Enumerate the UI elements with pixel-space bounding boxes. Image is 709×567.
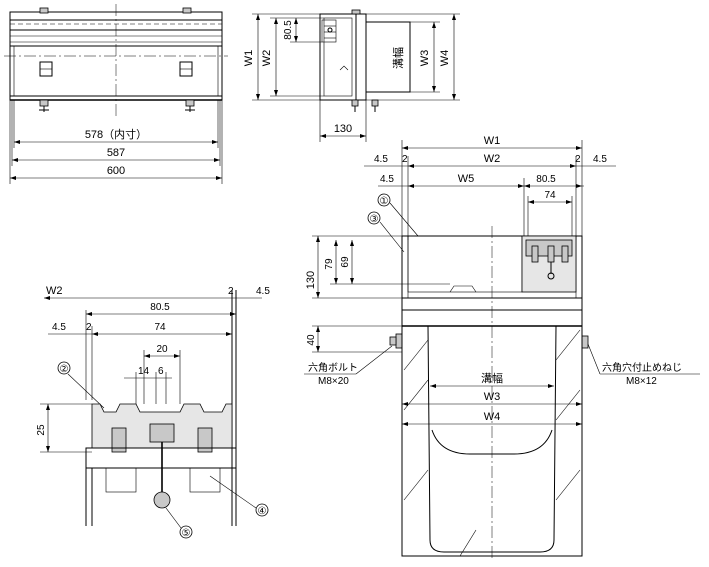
dim-600: 600 — [107, 165, 125, 177]
dim-w5: W5 — [458, 173, 475, 185]
svg-text:③: ③ — [370, 214, 379, 225]
dim-74-detail: 74 — [154, 322, 166, 333]
dim-w4-sec: W4 — [484, 411, 501, 423]
dim-45-detail: 4.5 — [256, 286, 270, 297]
dim-mizohaba-side: 溝幅 — [392, 47, 405, 69]
dim-45b: 4.5 — [593, 154, 607, 165]
front-view: 578（内寸） 587 600 — [4, 4, 228, 184]
marker-4 — [255, 503, 269, 517]
dim-2-detail: 2 — [228, 286, 234, 297]
dim-2a: 2 — [402, 154, 408, 165]
dim-79: 79 — [324, 258, 335, 270]
dim-w3-side: W3 — [419, 50, 431, 67]
dim-805-side: 80.5 — [283, 20, 294, 40]
dim-w2-detail: W2 — [46, 285, 63, 297]
dim-805-detail: 80.5 — [150, 302, 170, 313]
detail-view: W2 2 4.5 80.5 4.5 2 74 20 14 6 ② — [36, 285, 270, 539]
marker-5 — [179, 525, 193, 539]
dim-45a: 4.5 — [374, 154, 388, 165]
marker-3 — [367, 211, 381, 225]
dim-14-detail: 14 — [138, 366, 150, 377]
dim-74-sec: 74 — [544, 190, 556, 201]
dim-w1-side: W1 — [243, 50, 255, 67]
dim-2b: 2 — [575, 154, 581, 165]
svg-text:②: ② — [60, 364, 69, 375]
dim-6-detail: 6 — [158, 366, 164, 377]
dim-40: 40 — [306, 334, 317, 346]
dim-45c: 4.5 — [380, 174, 394, 185]
dim-2b-detail: 2 — [86, 322, 92, 333]
dim-mizohaba-sec: 溝幅 — [481, 372, 503, 385]
dim-130-sec: 130 — [305, 271, 317, 289]
svg-text:④: ④ — [258, 506, 267, 517]
bolt-spec: M8×20 — [318, 376, 349, 387]
side-view: W1 W2 80.5 130 溝幅 W3 W4 — [243, 9, 460, 142]
bolt-label: 六角ボルト — [308, 362, 358, 374]
dim-587: 587 — [107, 147, 125, 159]
dim-69: 69 — [340, 256, 351, 268]
dim-805-sec: 80.5 — [536, 174, 556, 185]
marker-2 — [57, 361, 71, 375]
dim-130-side: 130 — [334, 123, 352, 135]
nut-spec: M8×12 — [626, 376, 657, 387]
svg-text:①: ① — [380, 196, 389, 207]
dim-w2-side: W2 — [261, 50, 273, 67]
marker-1 — [377, 193, 391, 207]
dim-45b-detail: 4.5 — [52, 322, 66, 333]
nut-label: 六角穴付止めねじ — [602, 361, 682, 374]
dim-20-detail: 20 — [156, 344, 168, 355]
dim-25-detail: 25 — [36, 424, 47, 436]
svg-text:⑤: ⑤ — [182, 528, 191, 539]
section-view: W1 W2 4.5 2 2 4.5 4.5 W5 80.5 74 ① ③ — [304, 135, 700, 560]
dim-w2-sec: W2 — [484, 153, 501, 165]
dim-w4-side: W4 — [439, 50, 451, 67]
dim-w3-sec: W3 — [484, 391, 501, 403]
dim-w1-sec: W1 — [484, 135, 501, 147]
dim-inner-width: 578（内寸） — [85, 127, 147, 141]
